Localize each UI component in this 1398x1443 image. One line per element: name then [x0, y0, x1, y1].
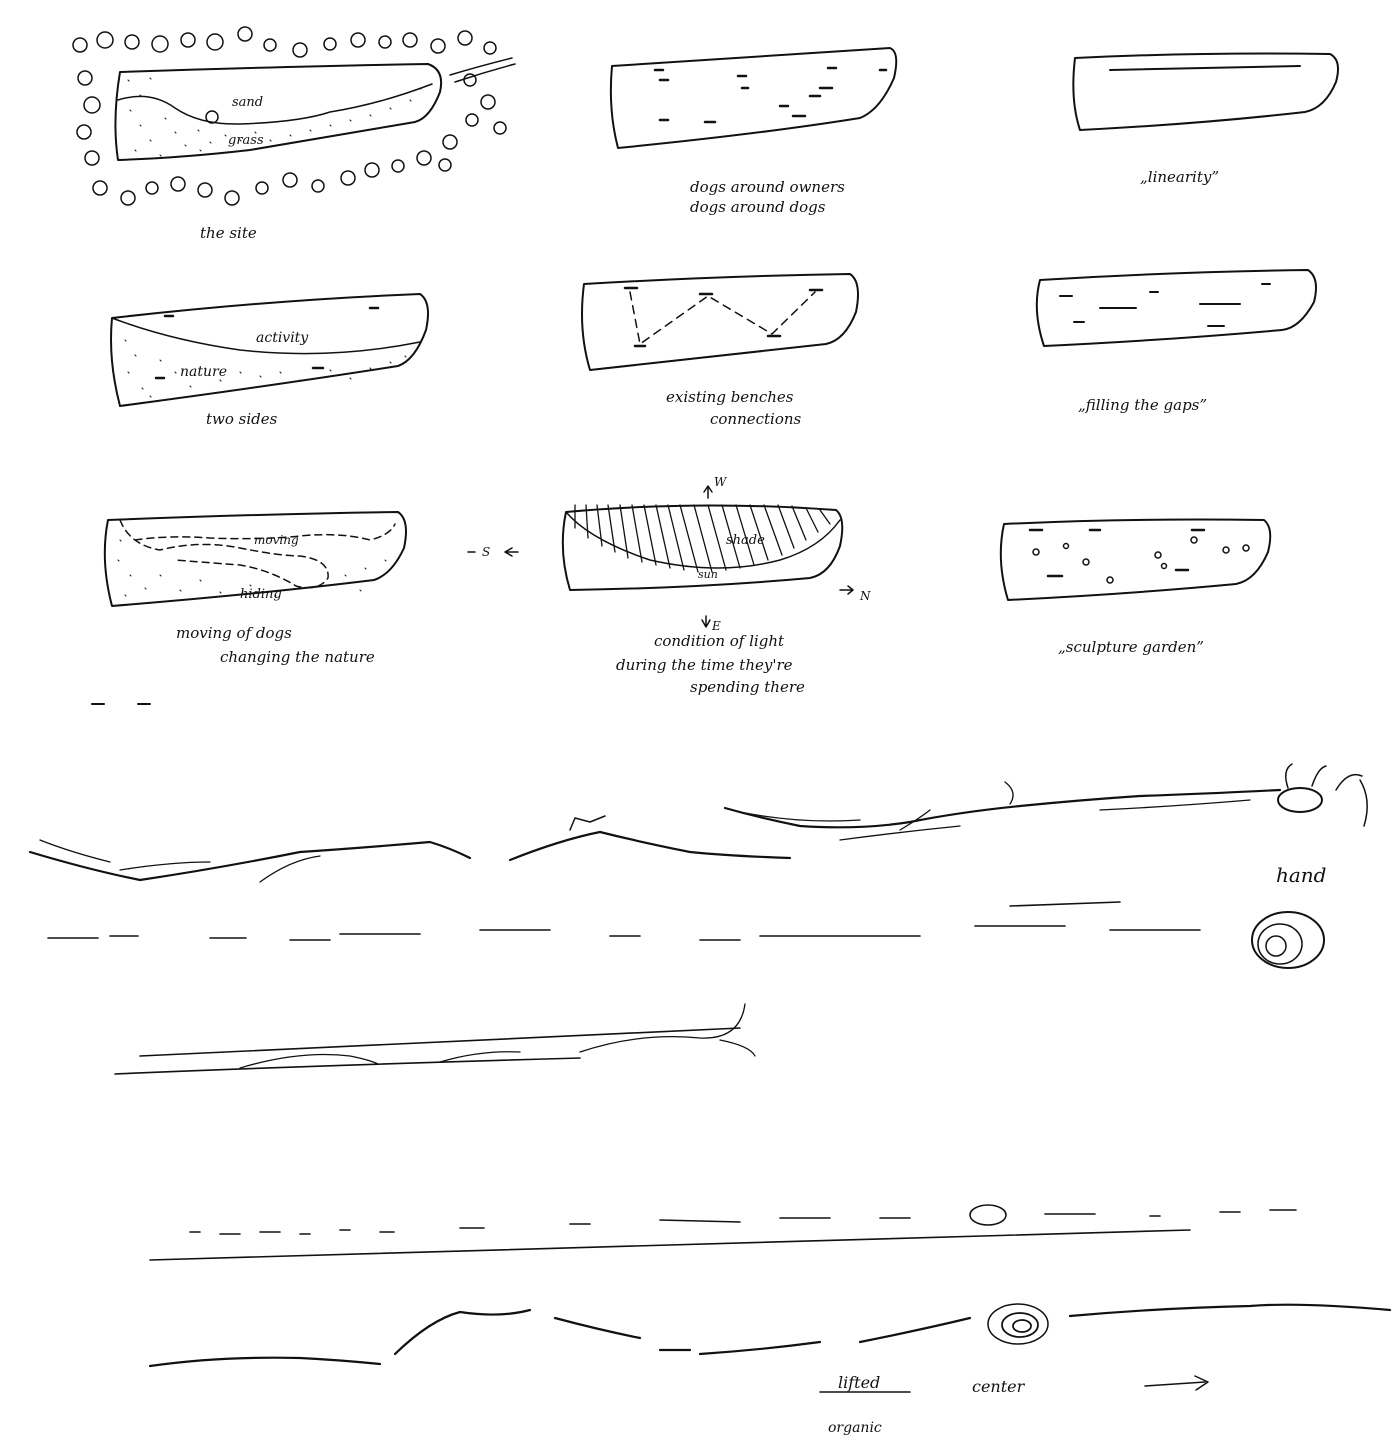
moving-label-hiding: hiding: [240, 587, 282, 602]
dogs-caption-line1: dogs around owners: [690, 178, 845, 196]
moving-caption-line1: moving of dogs: [176, 624, 292, 642]
light-label-sun: sun: [698, 568, 718, 581]
tree-circles: [73, 27, 506, 205]
dogs-around-owners-sketch: [611, 48, 896, 148]
grass-dots: [128, 78, 421, 156]
panorama-lifted-branch: [115, 1004, 755, 1074]
light-caption-line2: during the time they're: [616, 656, 793, 674]
light-caption-line3: spending there: [690, 678, 805, 696]
site-label-grass: grass: [228, 133, 264, 148]
compass-n: N: [859, 589, 871, 603]
shade-hatching: [575, 505, 830, 572]
site-caption: the site: [200, 224, 257, 242]
moving-caption-line2: changing the nature: [220, 648, 375, 666]
moving-of-dogs-sketch: [105, 512, 518, 606]
site-label-sand: sand: [232, 95, 263, 110]
gaps-caption: „filling the gaps”: [1078, 396, 1207, 414]
panorama-branches-top: [30, 764, 1367, 882]
panorama-dashed-line-2: [150, 1205, 1296, 1260]
dogs-caption-line2: dogs around dogs: [690, 198, 826, 216]
site-plan-sketch: [73, 27, 515, 205]
light-caption-line1: condition of light: [654, 632, 785, 650]
panorama-branches-bottom: [150, 1304, 1390, 1392]
linearity-sketch: [1073, 54, 1338, 131]
light-label-shade: shade: [726, 533, 765, 548]
panorama-dashed-line: [48, 902, 1324, 968]
panorama-label-hand: hand: [1276, 863, 1327, 887]
two-sides-label-nature: nature: [180, 364, 227, 380]
compass-s: S: [482, 545, 490, 559]
sculpture-garden-sketch: [1001, 520, 1270, 601]
two-sides-caption: two sides: [206, 410, 278, 428]
moving-label-moving: moving: [254, 533, 299, 547]
panorama-label-organic: organic: [828, 1420, 882, 1436]
existing-benches-sketch: [582, 274, 858, 370]
compass-w: W: [714, 475, 728, 489]
sculpture-caption: „sculpture garden”: [1058, 638, 1204, 656]
panorama-label-lifted: lifted: [838, 1373, 880, 1392]
compass-e: E: [711, 619, 721, 633]
linearity-caption: „linearity”: [1140, 168, 1219, 186]
condition-of-light-sketch: [563, 486, 853, 627]
panorama-label-center: center: [972, 1377, 1026, 1396]
filling-the-gaps-sketch: [1037, 270, 1316, 346]
benches-caption-line2: connections: [710, 410, 802, 428]
two-sides-label-activity: activity: [256, 330, 309, 346]
two-sides-sketch: [111, 294, 428, 406]
benches-caption-line1: existing benches: [666, 388, 794, 406]
